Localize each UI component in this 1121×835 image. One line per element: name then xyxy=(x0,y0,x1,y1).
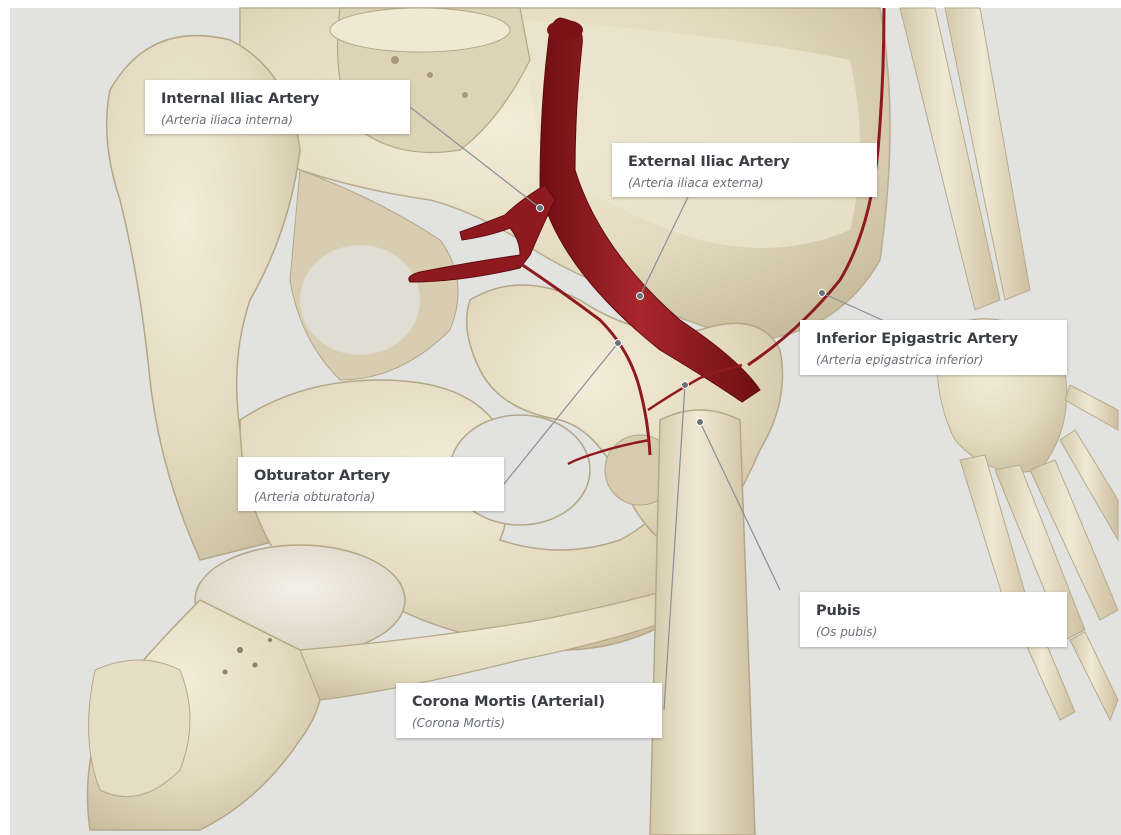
label-title: External Iliac Artery xyxy=(628,153,861,171)
label-title: Inferior Epigastric Artery xyxy=(816,330,1051,348)
label-title: Pubis xyxy=(816,602,1051,620)
label-title: Corona Mortis (Arterial) xyxy=(412,693,646,711)
dot-internal-iliac xyxy=(537,205,544,212)
label-pubis: Pubis (Os pubis) xyxy=(800,592,1067,647)
label-title: Obturator Artery xyxy=(254,467,488,485)
dot-corona-mortis xyxy=(682,382,689,389)
label-obturator-artery: Obturator Artery (Arteria obturatoria) xyxy=(238,457,504,511)
dot-pubis xyxy=(697,419,704,426)
label-corona-mortis: Corona Mortis (Arterial) (Corona Mortis) xyxy=(396,683,662,738)
dot-obturator xyxy=(615,340,622,347)
label-latin-name: (Arteria obturatoria) xyxy=(254,488,488,506)
dot-inferior-epigastric xyxy=(819,290,826,297)
label-title: Internal Iliac Artery xyxy=(161,90,394,108)
label-latin-name: (Arteria iliaca interna) xyxy=(161,111,394,129)
label-external-iliac-artery: External Iliac Artery (Arteria iliaca ex… xyxy=(612,143,877,197)
label-latin-name: (Os pubis) xyxy=(816,623,1051,641)
label-latin-name: (Arteria iliaca externa) xyxy=(628,174,861,192)
label-latin-name: (Corona Mortis) xyxy=(412,714,646,732)
label-inferior-epigastric-artery: Inferior Epigastric Artery (Arteria epig… xyxy=(800,320,1067,375)
label-latin-name: (Arteria epigastrica inferior) xyxy=(816,351,1051,369)
dot-external-iliac xyxy=(637,293,644,300)
label-internal-iliac-artery: Internal Iliac Artery (Arteria iliaca in… xyxy=(145,80,410,134)
